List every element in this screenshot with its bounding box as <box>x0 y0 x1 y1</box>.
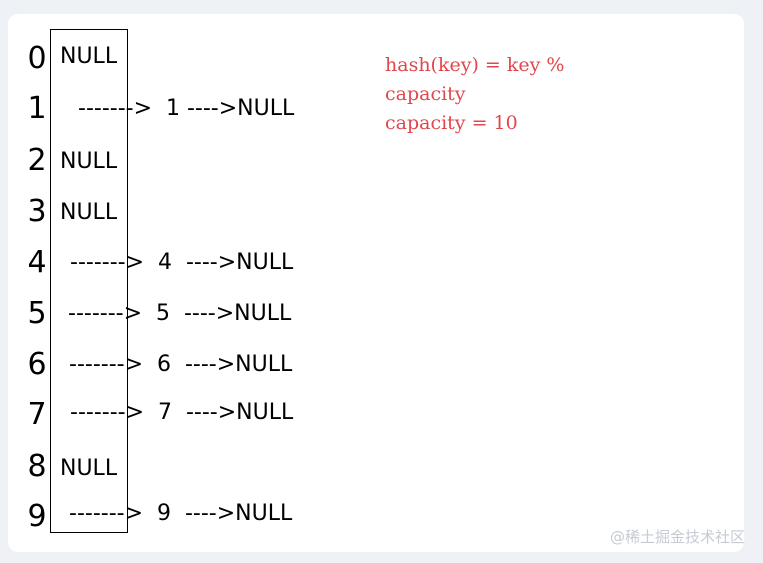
index-8: 8 <box>27 449 47 484</box>
bucket-3-null: NULL <box>60 200 118 225</box>
formula-line-2: capacity <box>385 83 466 105</box>
index-3: 3 <box>27 194 47 229</box>
diagram-card <box>8 14 744 552</box>
formula-line-1: hash(key) = key % <box>385 54 565 76</box>
hash-table-array <box>50 29 128 533</box>
index-9: 9 <box>27 499 47 534</box>
bucket-4-chain: -------> 4 ---->NULL <box>70 250 294 275</box>
index-1: 1 <box>27 91 47 126</box>
bucket-9-chain: -------> 9 ---->NULL <box>69 501 293 526</box>
bucket-6-chain: -------> 6 ---->NULL <box>69 352 293 377</box>
bucket-5-chain: -------> 5 ---->NULL <box>68 301 292 326</box>
bucket-1-chain: -------> 1 ---->NULL <box>78 96 295 121</box>
watermark: @稀土掘金技术社区 <box>609 528 745 546</box>
index-5: 5 <box>27 296 47 331</box>
bucket-7-chain: -------> 7 ---->NULL <box>70 400 294 425</box>
bucket-0-null: NULL <box>60 44 118 69</box>
index-7: 7 <box>27 397 47 432</box>
index-2: 2 <box>27 143 47 178</box>
index-0: 0 <box>27 41 47 76</box>
bucket-2-null: NULL <box>60 149 118 174</box>
index-6: 6 <box>27 347 47 382</box>
bucket-8-null: NULL <box>60 456 118 481</box>
hash-formula: hash(key) = key % capacity capacity = 10 <box>385 51 564 138</box>
index-4: 4 <box>27 245 47 280</box>
formula-line-3: capacity = 10 <box>385 112 518 134</box>
